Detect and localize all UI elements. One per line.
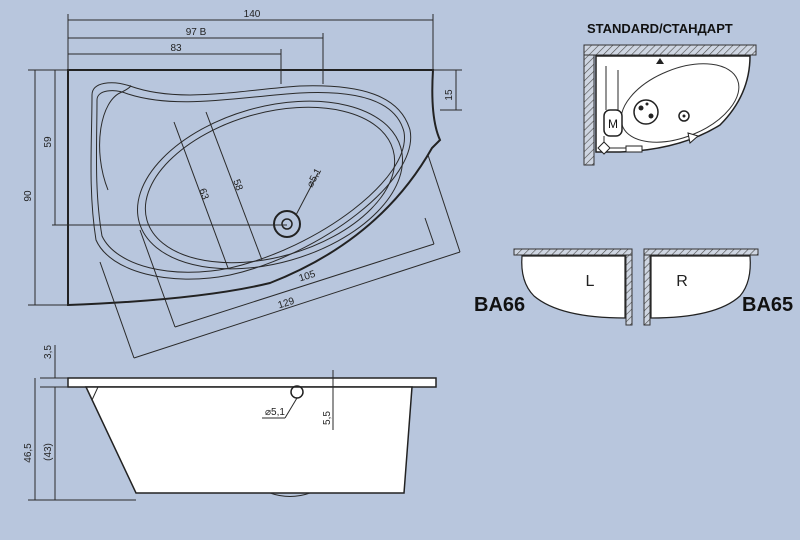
basin-inner <box>144 106 396 264</box>
right-tub <box>650 255 751 319</box>
dim-drain-side: ⌀5,1 <box>265 407 285 418</box>
top-view: ⌀5,1 140 97 B 83 15 90 59 63 58 <box>23 9 462 359</box>
schematic-valve <box>597 141 611 155</box>
drain-inner <box>281 218 293 230</box>
variant-right: R BA65 <box>643 248 793 326</box>
bath-outline <box>67 69 442 307</box>
right-code: BA65 <box>742 294 793 316</box>
dim-58: 58 <box>230 178 244 193</box>
headrest-line <box>99 85 132 191</box>
dim-97b: 97 B <box>186 27 207 38</box>
dim-43: (43) <box>43 443 54 461</box>
dim-140: 140 <box>244 9 261 20</box>
right-label: R <box>676 273 688 290</box>
side-body <box>84 386 413 494</box>
dim-63: 63 <box>196 187 210 202</box>
dim-90: 90 <box>23 190 34 202</box>
outer-rim <box>90 82 412 280</box>
dim-59: 59 <box>43 136 54 148</box>
schematic-tub <box>595 55 751 153</box>
left-code: BA66 <box>474 294 525 316</box>
dim-15: 15 <box>444 89 455 101</box>
left-tub <box>521 255 626 319</box>
standard-schematic: STANDARD/СТАНДАРТ M <box>583 21 757 166</box>
schematic-arrow <box>687 132 700 144</box>
dim-5-5: 5,5 <box>322 411 333 425</box>
side-rim <box>67 377 437 388</box>
left-label: L <box>586 273 595 290</box>
variant-left: L BA66 <box>474 248 633 326</box>
motor-label: M <box>608 117 618 131</box>
wall-left <box>583 54 595 166</box>
wall-top <box>583 44 757 56</box>
basin-outline <box>137 100 403 270</box>
schematic-drain <box>678 110 690 122</box>
dim-83: 83 <box>170 43 182 54</box>
dim-46-5: 46,5 <box>23 443 34 463</box>
dim-105: 105 <box>298 269 318 285</box>
inner-rim <box>95 90 405 273</box>
dim-drain-top: ⌀5,1 <box>305 166 324 189</box>
motor-box <box>603 109 623 137</box>
drain-outer <box>273 210 301 238</box>
schematic-pump <box>625 145 643 153</box>
standard-title: STANDARD/СТАНДАРТ <box>587 21 733 36</box>
dim-3-5: 3,5 <box>43 345 54 359</box>
schematic-marker <box>656 58 664 64</box>
side-view: ⌀5,1 5,5 3,5 46,5 (43) <box>23 345 437 501</box>
dim-129: 129 <box>277 296 297 312</box>
